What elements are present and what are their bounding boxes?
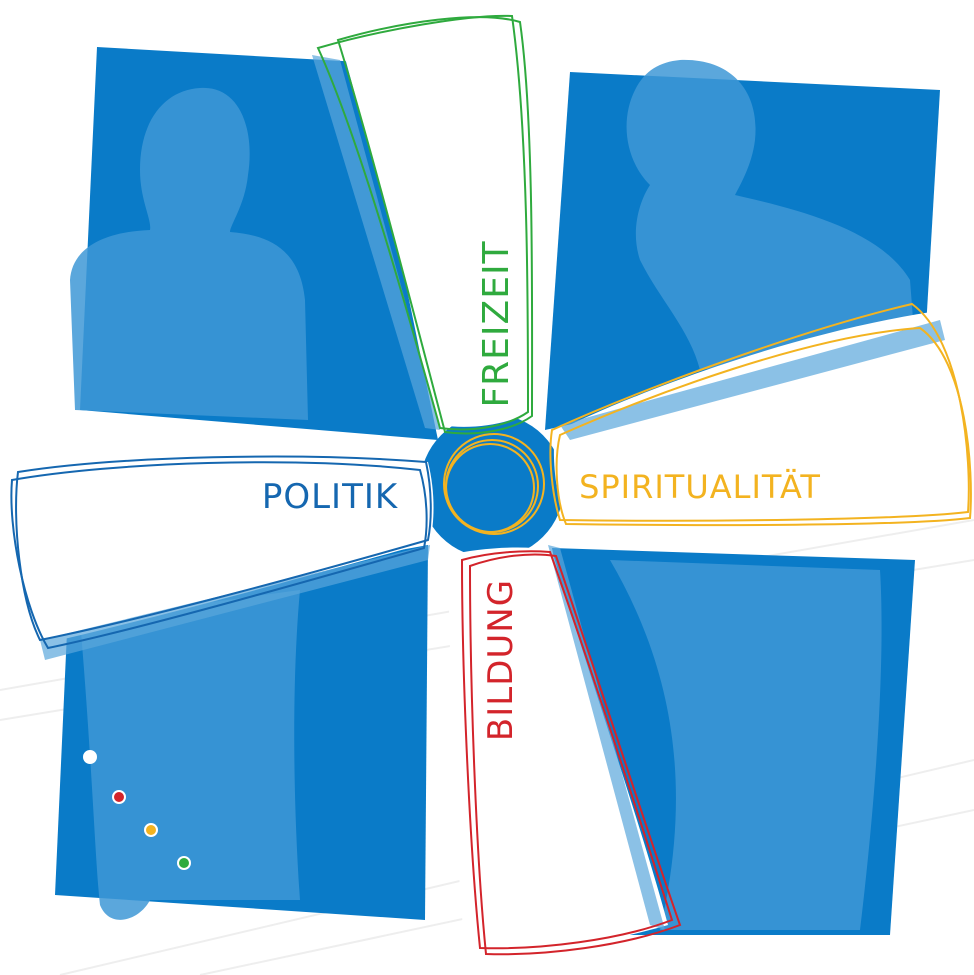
label-freizeit: FREIZEIT — [476, 240, 517, 407]
outline-freizeit — [316, 14, 534, 435]
silhouette-top-left — [70, 87, 308, 420]
outline-politik — [10, 455, 432, 650]
blade-freizeit — [338, 16, 532, 427]
center-hub — [420, 414, 564, 558]
outline-spiritualitaet — [549, 302, 972, 527]
sketch-outlines — [10, 14, 972, 956]
person-silhouettes — [70, 59, 915, 930]
outline-hub — [443, 433, 545, 535]
silhouette-top-right — [626, 59, 915, 371]
legend-dots — [83, 750, 191, 870]
blade-politik — [14, 455, 434, 645]
legend-dot-politik — [83, 750, 97, 764]
label-politik: POLITIK — [262, 477, 399, 517]
blade-bildung — [448, 547, 668, 952]
legend-dot-spiritualitaet — [144, 823, 158, 837]
label-bildung: BILDUNG — [481, 579, 521, 741]
silhouette-bottom-right — [610, 560, 882, 930]
legend-dot-freizeit — [177, 856, 191, 870]
label-spiritualitaet: SPIRITUALITÄT — [579, 468, 821, 506]
pinwheel-blades — [14, 16, 968, 952]
silhouette-bottom-left — [80, 590, 300, 920]
blade-spiritualitaet — [553, 310, 968, 520]
legend-dot-bildung — [112, 790, 126, 804]
outline-bildung — [460, 550, 682, 956]
